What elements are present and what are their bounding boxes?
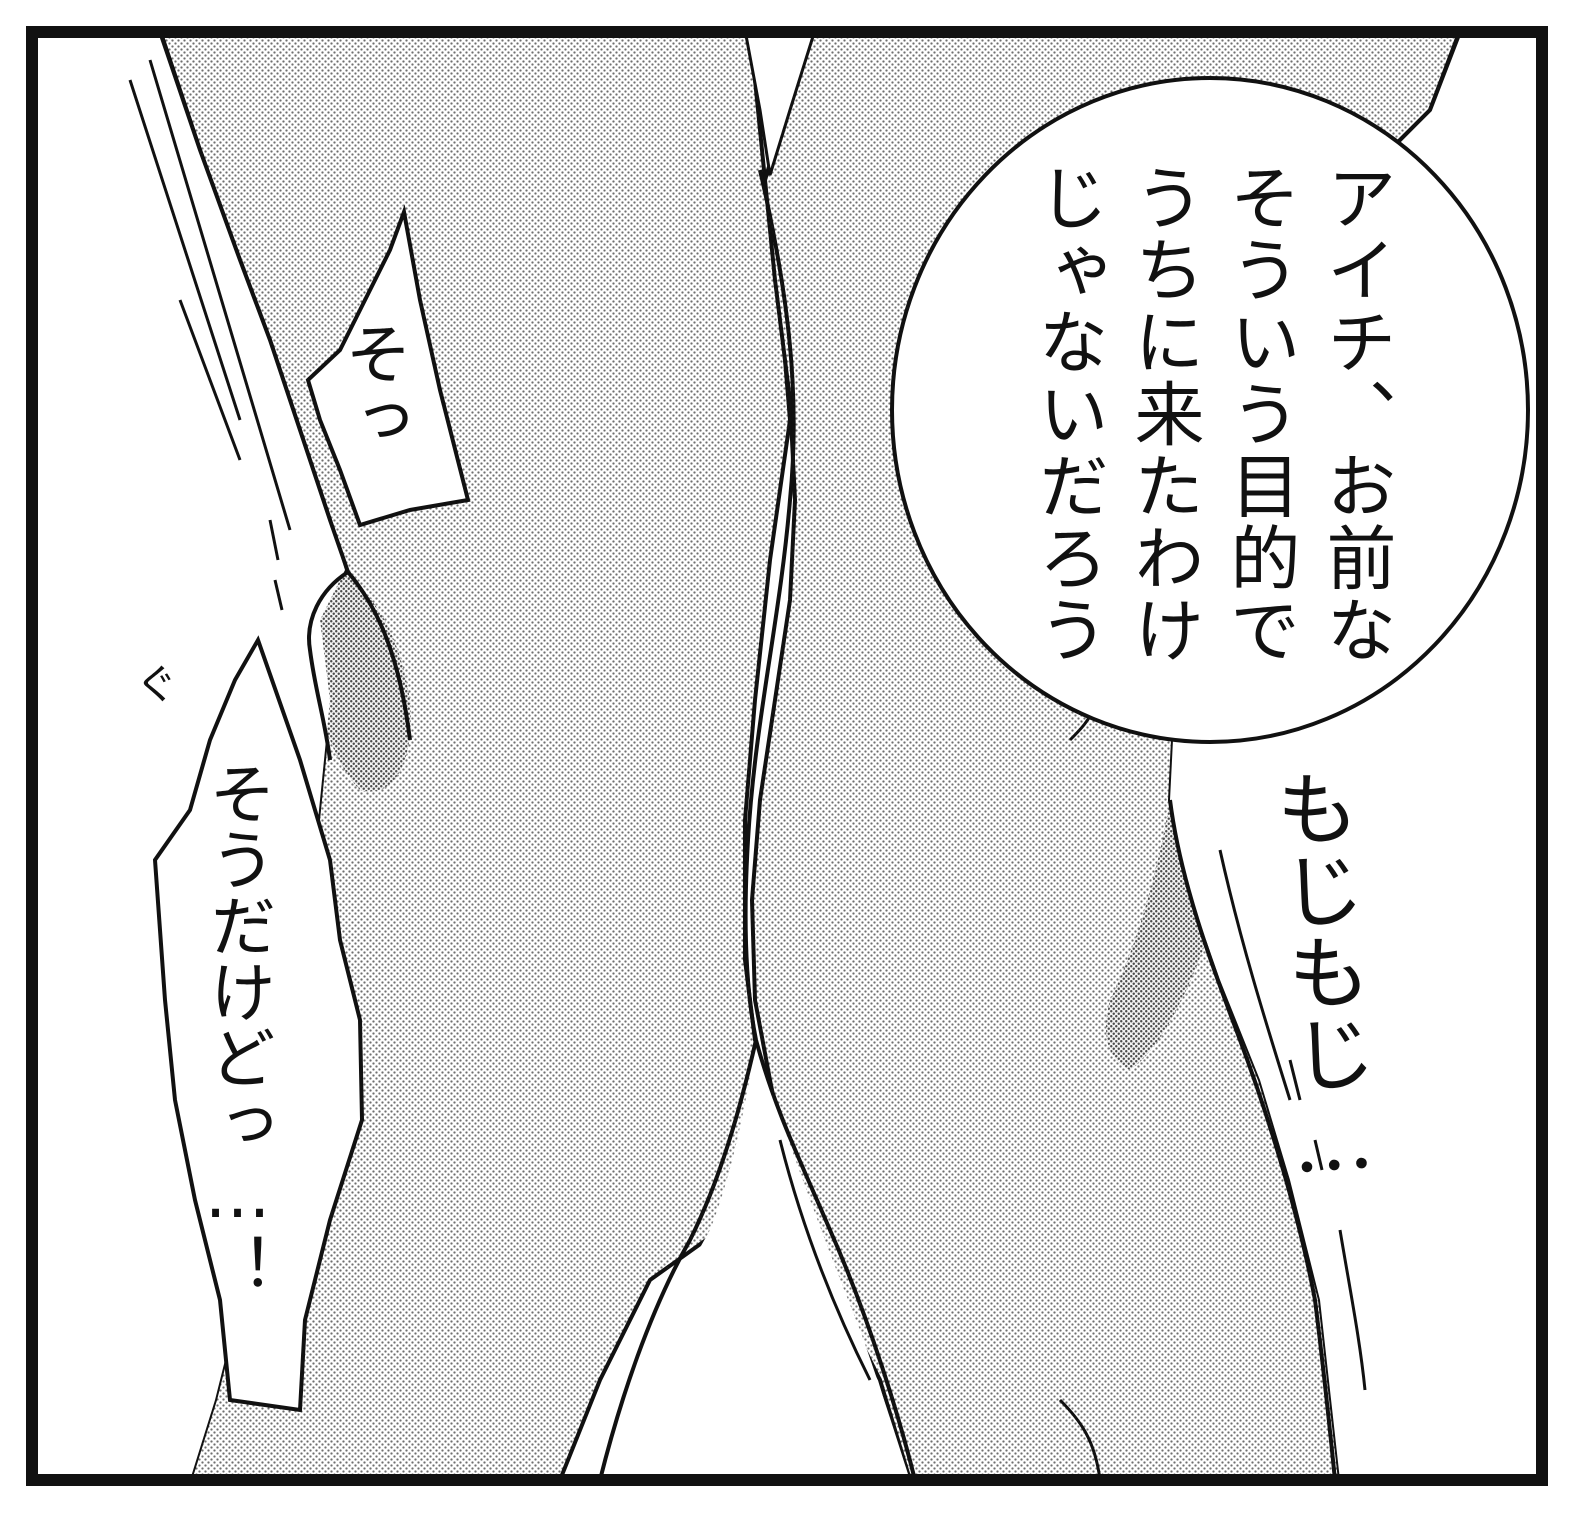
shout-bubble-2-text: そうだけどっ…！ [199,760,276,1299]
shout-bubble-1 [305,204,471,528]
speech-bubble [890,76,1530,744]
leg-gap-bottom [590,1040,910,1480]
speech-bubble-line: そういう目的で [1219,162,1301,666]
speech-bubble-line: じゃないだろう [1027,162,1109,666]
leg-gap-top [743,32,816,176]
left-knee-shadow [310,575,411,792]
speech-bubble-line: アイチ、お前な [1315,162,1397,666]
speech-bubble-text: アイチ、お前なそういう目的でうちに来たわけじゃないだろう [1020,162,1404,722]
speech-bubble-line: うちに来たわけ [1123,162,1205,666]
shout-bubble-1-text: そっ [335,320,412,452]
sound-effect-small: ぐ [129,662,178,704]
panel-border [26,26,1548,1486]
shout-bubble-2 [152,635,365,1413]
